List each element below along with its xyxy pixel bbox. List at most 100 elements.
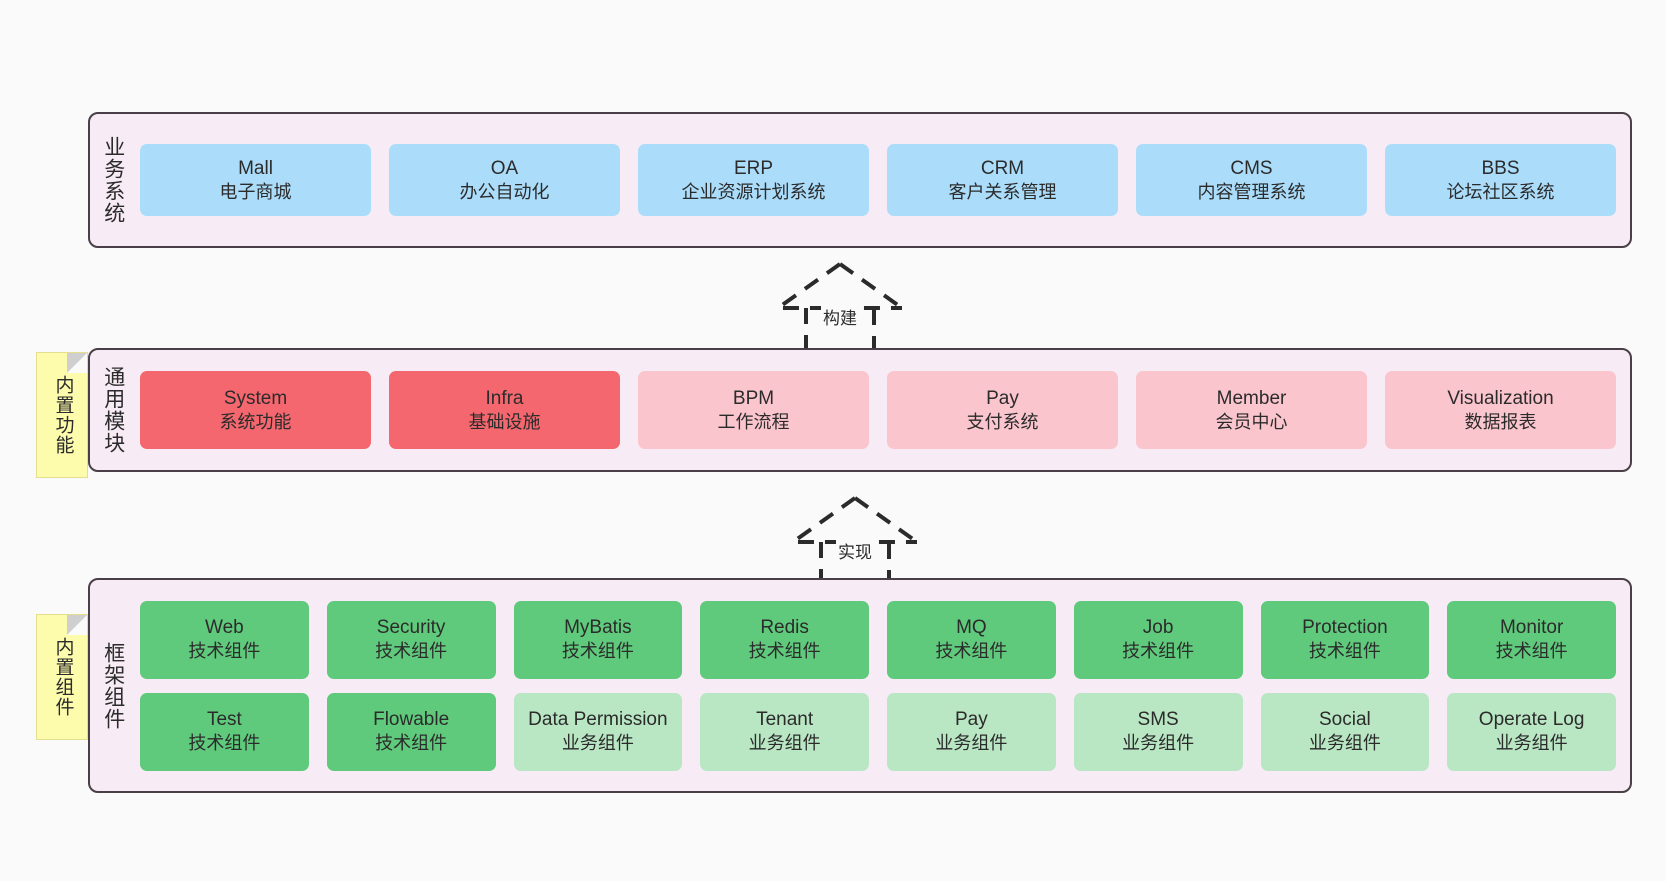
card-bbs[interactable]: BBS 论坛社区系统 xyxy=(1385,144,1616,216)
card-title-cn: 业务组件 xyxy=(561,733,634,754)
card-redis[interactable]: Redis 技术组件 xyxy=(700,600,869,679)
card-row: Mall 电子商城 OA 办公自动化 ERP 企业资源计划系统 CRM 客户关系… xyxy=(140,144,1616,216)
card-test[interactable]: Test 技术组件 xyxy=(140,692,309,771)
layer-title-framework: 框架组件 xyxy=(101,641,125,730)
card-security[interactable]: Security 技术组件 xyxy=(326,600,496,679)
card-row: System 系统功能 Infra 基础设施 BPM 工作流程 Pay 支付系统… xyxy=(140,371,1616,449)
card-title-en: Member xyxy=(1216,387,1287,409)
card-title-en: Operate Log xyxy=(1478,709,1585,731)
card-pay-business[interactable]: Pay 业务组件 xyxy=(887,692,1056,771)
card-pay[interactable]: Pay 支付系统 xyxy=(887,371,1118,449)
card-title-en: Data Permission xyxy=(528,709,668,731)
layer-common-module: 通用模块 System 系统功能 Infra 基础设施 BPM 工作流程 Pay… xyxy=(88,348,1632,472)
card-title-cn: 业务组件 xyxy=(1308,733,1381,754)
connector-label-build: 构建 xyxy=(821,304,859,329)
connector-implement: 实现 xyxy=(775,492,935,592)
sticky-note-label: 内置组件 xyxy=(52,637,74,717)
card-web[interactable]: Web 技术组件 xyxy=(140,600,309,679)
card-title-en: Web xyxy=(205,617,244,639)
sticky-note-builtin-components: 内置组件 xyxy=(36,614,88,740)
card-operate-log[interactable]: Operate Log 业务组件 xyxy=(1447,692,1616,771)
connector-build: 构建 xyxy=(760,258,920,358)
card-system[interactable]: System 系统功能 xyxy=(140,371,371,449)
card-mybatis[interactable]: MyBatis 技术组件 xyxy=(513,600,683,679)
card-title-cn: 技术组件 xyxy=(375,733,448,754)
card-title-cn: 技术组件 xyxy=(1308,641,1381,662)
card-mall[interactable]: Mall 电子商城 xyxy=(140,144,371,216)
card-title-cn: 技术组件 xyxy=(935,641,1008,662)
card-title-cn: 业务组件 xyxy=(1122,733,1195,754)
card-infra[interactable]: Infra 基础设施 xyxy=(389,371,620,449)
card-member[interactable]: Member 会员中心 xyxy=(1136,371,1367,449)
card-title-en: BPM xyxy=(732,387,775,409)
card-title-cn: 技术组件 xyxy=(188,641,261,662)
card-title-cn: 数据报表 xyxy=(1464,411,1537,432)
card-title-en: SMS xyxy=(1137,709,1179,731)
card-title-cn: 支付系统 xyxy=(966,411,1039,432)
card-grid-common: System 系统功能 Infra 基础设施 BPM 工作流程 Pay 支付系统… xyxy=(136,350,1630,470)
card-social[interactable]: Social 业务组件 xyxy=(1260,692,1430,771)
card-protection[interactable]: Protection 技术组件 xyxy=(1260,600,1430,679)
card-title-cn: 技术组件 xyxy=(748,641,821,662)
generalization-arrow-icon xyxy=(786,496,919,586)
card-title-en: CMS xyxy=(1230,157,1273,179)
card-oa[interactable]: OA 办公自动化 xyxy=(389,144,620,216)
card-title-cn: 内容管理系统 xyxy=(1197,181,1306,202)
card-title-en: Social xyxy=(1319,709,1371,731)
card-title-cn: 论坛社区系统 xyxy=(1446,181,1555,202)
card-title-cn: 技术组件 xyxy=(1495,641,1568,662)
card-data-permission[interactable]: Data Permission 业务组件 xyxy=(513,692,683,771)
layer-title-business: 业务系统 xyxy=(101,136,125,224)
card-crm[interactable]: CRM 客户关系管理 xyxy=(887,144,1118,216)
layer-framework-component: 框架组件 Web 技术组件 Security 技术组件 MyBatis 技术组件… xyxy=(88,578,1632,793)
card-title-en: Job xyxy=(1142,617,1174,639)
card-erp[interactable]: ERP 企业资源计划系统 xyxy=(638,144,869,216)
card-sms[interactable]: SMS 业务组件 xyxy=(1073,692,1243,771)
card-monitor[interactable]: Monitor 技术组件 xyxy=(1447,600,1616,679)
card-title-cn: 业务组件 xyxy=(1495,733,1568,754)
card-job[interactable]: Job 技术组件 xyxy=(1073,600,1243,679)
card-row: Web 技术组件 Security 技术组件 MyBatis 技术组件 Redi… xyxy=(140,600,1616,679)
card-title-en: Tenant xyxy=(756,709,814,731)
card-grid-business: Mall 电子商城 OA 办公自动化 ERP 企业资源计划系统 CRM 客户关系… xyxy=(136,114,1630,246)
card-title-cn: 客户关系管理 xyxy=(948,181,1057,202)
card-title-en: Security xyxy=(376,617,446,639)
card-title-cn: 技术组件 xyxy=(1122,641,1195,662)
card-tenant[interactable]: Tenant 业务组件 xyxy=(700,692,869,771)
card-flowable[interactable]: Flowable 技术组件 xyxy=(326,692,496,771)
card-title-en: Infra xyxy=(485,387,524,409)
card-mq[interactable]: MQ 技术组件 xyxy=(887,600,1056,679)
card-title-cn: 企业资源计划系统 xyxy=(681,181,826,202)
card-title-en: Protection xyxy=(1302,617,1388,639)
card-title-en: MQ xyxy=(956,617,987,639)
card-title-en: Mall xyxy=(238,157,273,179)
card-title-en: MyBatis xyxy=(564,617,632,639)
card-grid-framework: Web 技术组件 Security 技术组件 MyBatis 技术组件 Redi… xyxy=(136,580,1630,791)
card-title-en: CRM xyxy=(980,157,1025,179)
card-row: Test 技术组件 Flowable 技术组件 Data Permission … xyxy=(140,692,1616,771)
connector-label-implement: 实现 xyxy=(836,538,874,563)
card-title-cn: 电子商城 xyxy=(219,181,292,202)
card-title-en: Test xyxy=(206,709,242,731)
card-title-cn: 工作流程 xyxy=(717,411,790,432)
card-title-en: Pay xyxy=(986,387,1019,409)
card-cms[interactable]: CMS 内容管理系统 xyxy=(1136,144,1367,216)
card-title-cn: 技术组件 xyxy=(561,641,634,662)
card-title-en: ERP xyxy=(733,157,774,179)
card-title-cn: 业务组件 xyxy=(935,733,1008,754)
sticky-note-label: 内置功能 xyxy=(52,375,74,455)
generalization-arrow-icon xyxy=(771,262,904,352)
card-title-cn: 技术组件 xyxy=(188,733,261,754)
card-title-en: Flowable xyxy=(373,709,450,731)
card-title-cn: 业务组件 xyxy=(748,733,821,754)
card-bpm[interactable]: BPM 工作流程 xyxy=(638,371,869,449)
card-title-cn: 基础设施 xyxy=(468,411,541,432)
card-title-en: Visualization xyxy=(1447,387,1554,409)
card-visualization[interactable]: Visualization 数据报表 xyxy=(1385,371,1616,449)
card-title-en: BBS xyxy=(1481,157,1520,179)
card-title-en: Redis xyxy=(760,617,809,639)
card-title-en: Monitor xyxy=(1499,617,1564,639)
layer-business-system: 业务系统 Mall 电子商城 OA 办公自动化 ERP 企业资源计划系统 CRM… xyxy=(88,112,1632,248)
card-title-cn: 会员中心 xyxy=(1215,411,1288,432)
